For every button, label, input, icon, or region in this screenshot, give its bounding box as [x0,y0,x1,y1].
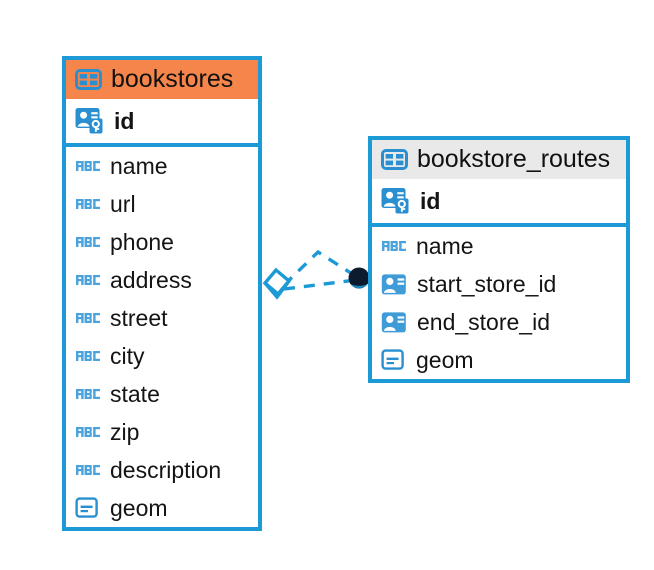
field-row[interactable]: state [66,375,258,413]
field-label: name [416,232,474,259]
primary-key-icon [381,187,411,215]
diamond-endpoint-icon [262,267,292,300]
field-row[interactable]: start_store_id [372,265,626,303]
field-list-bookstores: name u [66,147,258,527]
table-icon [75,68,102,90]
field-label: geom [110,494,168,521]
field-label: city [110,342,145,369]
field-row[interactable]: url [66,185,258,223]
text-abc-icon [75,270,101,290]
field-label: id [114,107,135,134]
field-label: id [420,187,441,214]
foreign-key-icon [381,311,408,334]
field-label: state [110,380,160,407]
field-row[interactable]: phone [66,223,258,261]
field-row[interactable]: name [66,147,258,185]
field-row-primary-key[interactable]: id [66,99,258,143]
field-label: name [110,152,168,179]
relationship-line-lower [283,278,357,291]
field-row[interactable]: description [66,451,258,489]
text-abc-icon [75,232,101,252]
field-list-bookstore-routes: name start_store_id [372,227,626,379]
field-label: street [110,304,168,331]
field-row[interactable]: street [66,299,258,337]
field-label: phone [110,228,174,255]
text-abc-icon [75,156,101,176]
field-row[interactable]: zip [66,413,258,451]
text-abc-icon [75,422,101,442]
field-label: description [110,456,222,483]
field-label: zip [110,418,140,445]
field-row[interactable]: end_store_id [372,303,626,341]
field-row[interactable]: address [66,261,258,299]
text-abc-icon [75,346,101,366]
table-icon [381,148,408,170]
entity-table-bookstore-routes[interactable]: bookstore_routes id [368,136,630,384]
geometry-icon [381,348,407,372]
text-abc-icon [75,384,101,404]
filled-circle-endpoint-icon [348,267,370,289]
entity-table-bookstores[interactable]: bookstores id [62,56,262,532]
field-row[interactable]: city [66,337,258,375]
primary-key-separator [372,223,626,228]
field-label: start_store_id [417,270,557,297]
relationship-line-upper [282,249,358,287]
entity-header-bookstores[interactable]: bookstores [66,60,258,100]
primary-key-icon [75,107,105,135]
field-row-primary-key[interactable]: id [372,179,626,223]
text-abc-icon [381,236,407,256]
entity-name-label: bookstore_routes [417,145,611,173]
field-label: address [110,266,192,293]
field-label: geom [416,346,474,373]
foreign-key-icon [381,273,408,296]
geometry-icon [75,496,101,520]
text-abc-icon [75,194,101,214]
entity-name-label: bookstores [111,65,234,93]
text-abc-icon [75,460,101,480]
field-label: end_store_id [417,308,550,335]
field-row[interactable]: name [372,227,626,265]
field-row[interactable]: geom [372,341,626,379]
field-row[interactable]: geom [66,489,258,527]
field-label: url [110,190,136,217]
text-abc-icon [75,308,101,328]
primary-key-separator [66,143,258,148]
entity-header-bookstore-routes[interactable]: bookstore_routes [372,140,626,180]
